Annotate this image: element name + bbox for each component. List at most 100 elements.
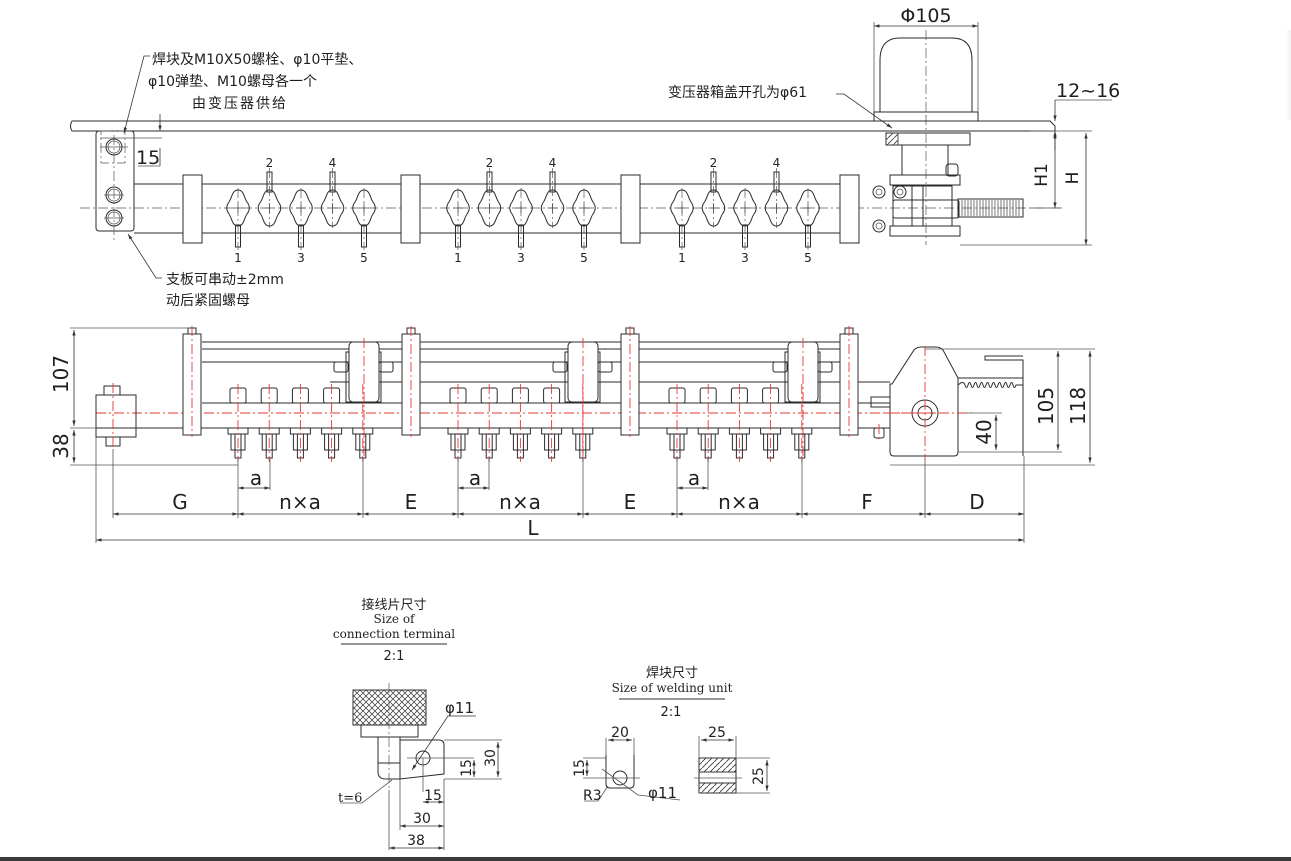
dim-diameter-105: Φ105 [900, 5, 951, 27]
terminal-number: 1 [234, 251, 242, 265]
dim-L: L [527, 516, 539, 540]
note-plate-line1: 支板可串动±2mm [166, 272, 284, 288]
terminal-lug [796, 188, 820, 250]
terminal-number: 1 [678, 251, 686, 265]
contact-box [333, 338, 394, 458]
welding-block-hidden [100, 130, 126, 164]
note-supply-line1: 焊块及M10X50螺栓、φ10平垫、 [152, 52, 362, 68]
dim-F: F [861, 490, 873, 514]
welding-radius: R3 [583, 788, 602, 804]
bottom-border [0, 857, 1291, 861]
welding-title-en: Size of welding unit [612, 681, 733, 695]
terminal-detail: 接线片尺寸 Size of connection terminal 2:1 φ1… [333, 597, 502, 850]
span-nxa-2: n×a [499, 490, 541, 514]
clamp-plate [620, 326, 640, 437]
terminal-lug [446, 188, 470, 250]
note-plate-line2: 动后紧固螺母 [166, 293, 250, 309]
note-cover-hole: 变压器箱盖开孔为φ61 [668, 85, 807, 101]
terminal-number: 5 [360, 251, 368, 265]
welding-scale: 2:1 [661, 705, 682, 720]
clamp-plate [401, 326, 421, 437]
contact-boxes [333, 338, 833, 458]
terminal-number: 4 [329, 156, 337, 170]
span-nxa-1: n×a [279, 490, 321, 514]
pitch-a-1: a [250, 466, 262, 490]
drive-housing [870, 346, 1024, 460]
terminal-lug [289, 188, 313, 250]
threaded-rod [957, 198, 1024, 218]
clamp-plates [182, 326, 859, 437]
terminal-number: 2 [486, 156, 494, 170]
terminal-lug [670, 188, 694, 250]
terminal-lug [509, 188, 533, 250]
span-nxa-3: n×a [718, 490, 760, 514]
dim-H1: H1 [1032, 163, 1052, 187]
dim-15: 15 [136, 147, 160, 169]
dim-E-1: E [405, 490, 418, 514]
front-view: 107 38 40 105 118 [49, 326, 1095, 543]
terminal-lug [320, 168, 345, 228]
terminal-lug [572, 188, 596, 250]
terminal-number: 5 [580, 251, 588, 265]
terminal-title-en-2: connection terminal [333, 627, 455, 641]
terminal-lug [540, 168, 565, 228]
dimension-chain [95, 437, 1025, 543]
terminal-number: 3 [297, 251, 305, 265]
terminal-number: 4 [549, 156, 557, 170]
support-plate [95, 130, 135, 232]
terminal-lug [733, 188, 757, 250]
dim-40: 40 [972, 419, 996, 444]
note-supply-line2: φ10弹垫、M10螺母各一个 [148, 74, 317, 90]
tank-cover-plate [70, 120, 1056, 132]
terminal-thickness: t=6 [338, 791, 362, 806]
terminal-groups [226, 168, 820, 250]
clamp-plate [182, 326, 202, 437]
terminal-stud [478, 384, 500, 462]
terminal-title-cn: 接线片尺寸 [361, 597, 426, 613]
terminal-number: 2 [266, 156, 274, 170]
welding-dim-15: 15 [572, 759, 588, 777]
dim-38: 38 [49, 433, 73, 458]
terminal-stud [227, 384, 249, 462]
terminal-lug [764, 168, 789, 228]
bolt-holes [100, 135, 128, 240]
dim-G: G [172, 490, 188, 514]
terminal-title-en-1: Size of [374, 612, 417, 626]
top-view: Φ105 变压器箱盖开孔为φ61 12~16 H1 H 15 焊块及M10X50… [70, 5, 1120, 309]
dim-107: 107 [49, 355, 73, 393]
terminal-lug [257, 168, 282, 228]
terminal-scale: 2:1 [384, 649, 405, 664]
welding-dim-20: 20 [611, 725, 629, 741]
terminal-stud [289, 384, 311, 462]
contact-box [772, 338, 833, 458]
terminal-stud [666, 384, 688, 462]
clamp [182, 174, 203, 244]
transformer-cap [873, 30, 979, 122]
clamp [620, 174, 641, 244]
dim-D: D [969, 490, 984, 514]
terminal-number: 2 [710, 156, 718, 170]
welding-dim-25-h: 25 [708, 725, 726, 741]
dim-E-2: E [624, 490, 637, 514]
dim-H: H [1063, 172, 1083, 185]
welding-dim-25-v: 25 [751, 767, 767, 785]
terminal-stud [447, 384, 469, 462]
terminal-number: 4 [773, 156, 781, 170]
pitch-a-2: a [469, 466, 481, 490]
welding-title-cn: 焊块尺寸 [646, 665, 698, 681]
terminal-number: 1 [454, 251, 462, 265]
page-edge-shadow [1285, 30, 1291, 120]
terminal-lug [352, 188, 376, 250]
terminal-stud [258, 384, 280, 462]
welding-block [95, 394, 137, 438]
terminal-dia: φ11 [445, 699, 474, 717]
terminal-lug [477, 168, 502, 228]
clamp [839, 174, 860, 244]
pitch-a-3: a [688, 466, 700, 490]
drive-mechanism [872, 115, 1024, 245]
terminal-dim-30-h: 30 [413, 811, 431, 827]
terminal-stud [541, 384, 563, 462]
terminal-dim-30-v: 30 [483, 749, 499, 767]
